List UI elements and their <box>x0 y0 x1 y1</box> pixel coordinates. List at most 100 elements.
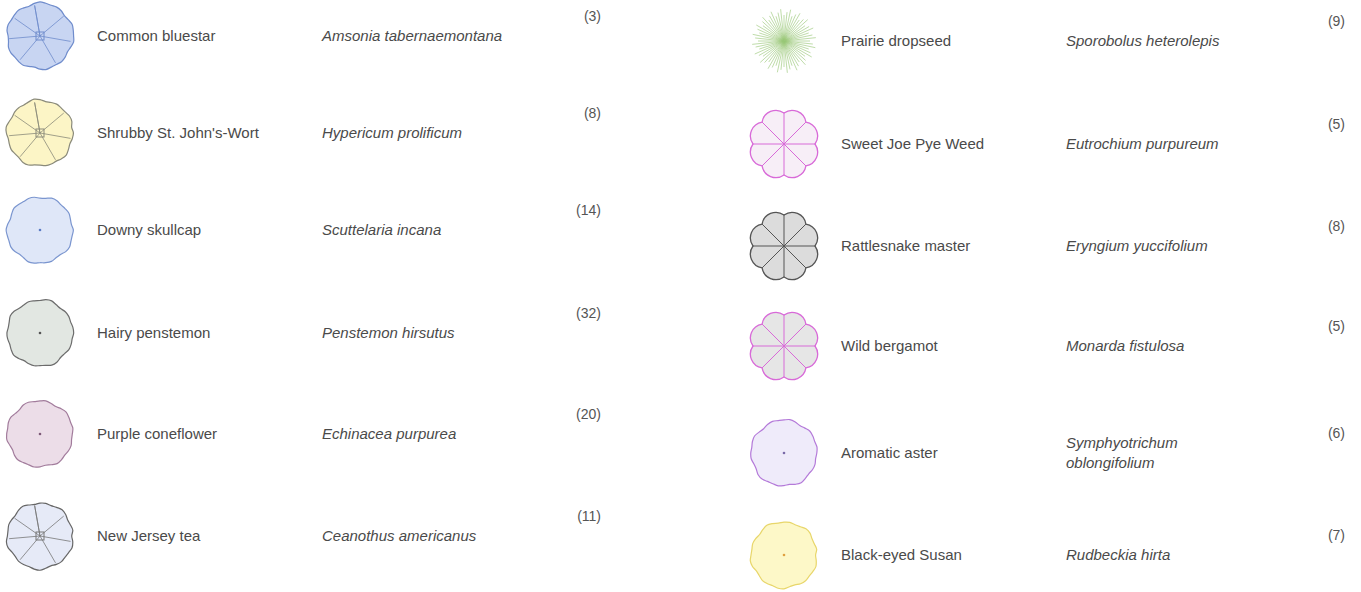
plant-symbol <box>6 197 73 263</box>
plant-count: (8) <box>1328 217 1345 236</box>
wedge-line <box>784 224 806 246</box>
branch-line <box>40 536 71 541</box>
wedge-line <box>762 324 784 346</box>
plant-symbol <box>750 110 817 177</box>
plant-count: (5) <box>1328 115 1345 134</box>
branch-line <box>35 5 40 36</box>
wedge-line <box>784 144 785 175</box>
scientific-name: Sporobolus heterolepis <box>1066 31 1251 51</box>
scientific-name: Scuttelaria incana <box>322 220 507 240</box>
plant-circle <box>6 197 73 263</box>
plant-symbol <box>6 99 73 166</box>
branch-line <box>40 133 71 138</box>
grass-blade <box>784 28 813 41</box>
branch-line <box>9 36 40 39</box>
wedge-line <box>753 346 784 347</box>
common-name: Aromatic aster <box>841 443 938 463</box>
grass-blade <box>784 35 812 41</box>
plant-symbol <box>6 503 72 570</box>
wedge-line <box>784 246 785 277</box>
common-name: Prairie dropseed <box>841 31 951 51</box>
scientific-name: Rudbeckia hirta <box>1066 545 1251 565</box>
branch-line <box>35 102 40 133</box>
plant-symbol <box>750 522 816 589</box>
grass-blade <box>778 13 784 41</box>
branch-line <box>35 5 40 36</box>
plant-count: (9) <box>1328 12 1345 31</box>
branch-line <box>35 505 40 536</box>
center-square <box>36 32 44 40</box>
plant-circle <box>7 300 74 366</box>
grass-blade <box>784 41 797 70</box>
scientific-name: Symphyotrichum oblongifolium <box>1066 433 1251 474</box>
plant-symbol <box>752 9 816 73</box>
branch-line <box>40 36 71 41</box>
scientific-name: Echinacea purpurea <box>322 424 507 444</box>
grass-blade <box>763 17 784 41</box>
wedge-line <box>762 144 784 166</box>
plant-count: (14) <box>576 201 601 220</box>
center-dot <box>783 554 786 557</box>
plant-count: (5) <box>1328 317 1345 336</box>
wedge-line <box>784 215 785 246</box>
common-name: Purple coneflower <box>97 424 217 444</box>
plant-symbol <box>750 312 817 379</box>
center-dot <box>783 452 786 455</box>
grass-blade <box>784 20 808 41</box>
wedge-line <box>784 346 815 347</box>
plant-count: (6) <box>1328 424 1345 443</box>
wedge-line <box>784 122 806 144</box>
common-name: Common bluestar <box>97 26 215 46</box>
wedge-line <box>784 315 785 346</box>
plant-circle <box>7 2 74 70</box>
grass-blade <box>760 41 784 62</box>
center-dot <box>39 229 42 232</box>
scientific-name: Ceanothus americanus <box>322 526 507 546</box>
plant-count: (32) <box>576 304 601 323</box>
common-name: Sweet Joe Pye Weed <box>841 134 984 154</box>
branch-line <box>35 505 40 536</box>
grass-blade <box>755 41 784 54</box>
wedge-line <box>784 346 806 368</box>
scientific-name: Penstemon hirsutus <box>322 323 507 343</box>
wedge-line <box>762 346 784 368</box>
scalloped-outline <box>750 110 817 177</box>
scalloped-outline <box>750 212 817 279</box>
common-name: Shrubby St. John's-Wort <box>97 123 259 143</box>
wedge-line <box>784 324 806 346</box>
grass-blade <box>781 9 784 41</box>
plant-circle <box>750 522 816 589</box>
plant-count: (8) <box>584 104 601 123</box>
plant-symbol <box>750 212 817 279</box>
plant-circle <box>7 401 73 467</box>
branch-line <box>9 536 40 539</box>
wedge-line <box>753 246 784 247</box>
plant-circle <box>6 503 72 570</box>
center-square <box>36 129 44 137</box>
grass-blade <box>784 41 805 65</box>
grass-blade <box>784 38 816 41</box>
plant-symbol <box>7 2 74 70</box>
center-square <box>36 532 44 540</box>
scientific-name: Eryngium yuccifolium <box>1066 236 1251 256</box>
plant-count: (3) <box>584 7 601 26</box>
plant-count: (20) <box>576 405 601 424</box>
scalloped-outline <box>750 312 817 379</box>
common-name: Hairy penstemon <box>97 323 210 343</box>
branch-line <box>35 102 40 133</box>
common-name: Wild bergamot <box>841 336 938 356</box>
center-dot <box>39 433 42 436</box>
wedge-line <box>784 246 815 247</box>
plant-symbol <box>7 401 73 467</box>
wedge-line <box>784 144 806 166</box>
plant-count: (11) <box>577 507 601 526</box>
common-name: New Jersey tea <box>97 526 200 546</box>
grass-blade <box>752 41 784 44</box>
wedge-line <box>784 144 815 145</box>
scientific-name: Monarda fistulosa <box>1066 336 1251 356</box>
common-name: Black-eyed Susan <box>841 545 962 565</box>
wedge-line <box>784 346 785 377</box>
center-dot <box>39 332 42 335</box>
scientific-name: Amsonia tabernaemontana <box>322 26 507 46</box>
